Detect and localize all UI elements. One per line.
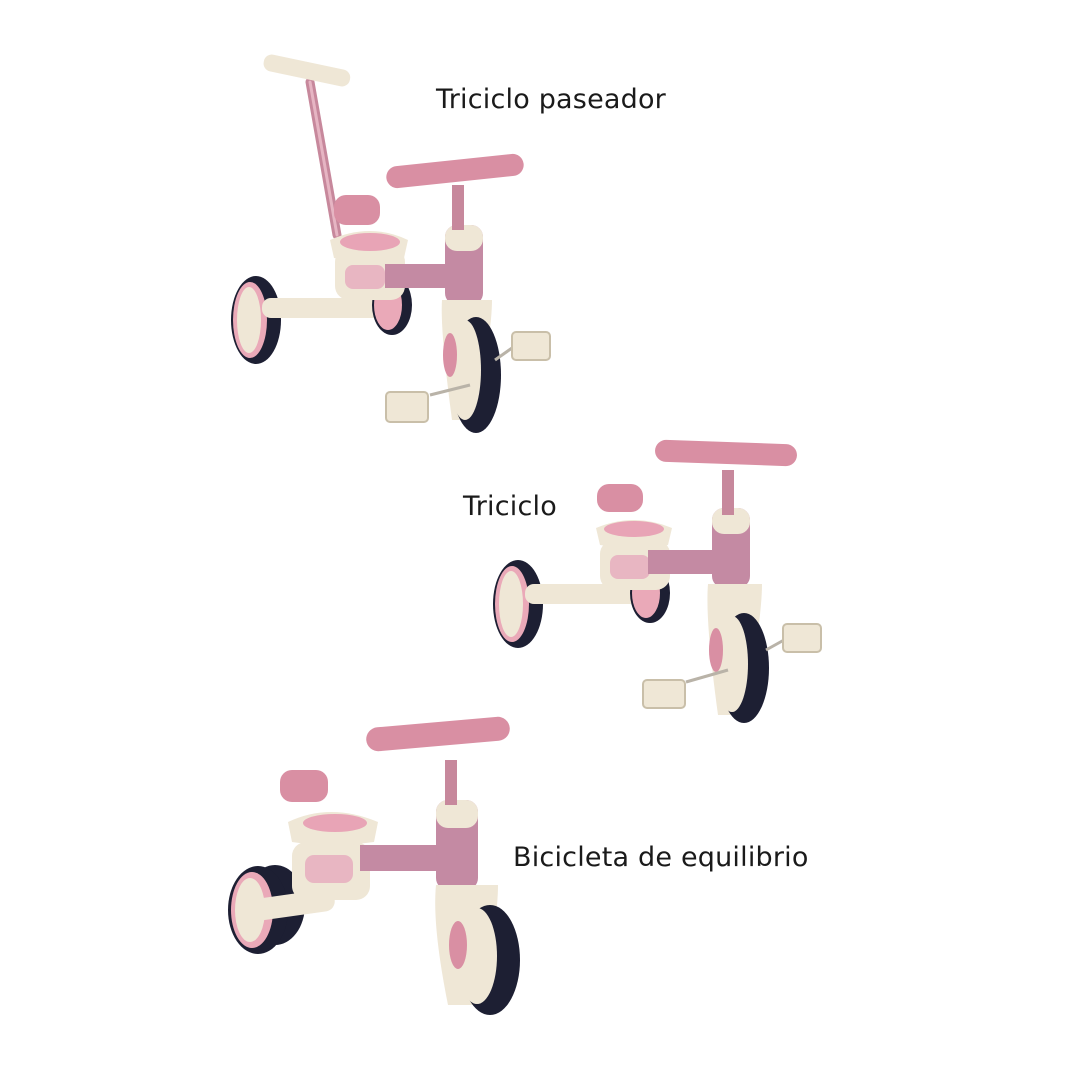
variant-label-push-tricycle: Triciclo paseador bbox=[436, 84, 666, 115]
variant-label-balance-bike: Bicicleta de equilibrio bbox=[513, 842, 809, 873]
variant-label-tricycle: Triciclo bbox=[463, 491, 557, 522]
